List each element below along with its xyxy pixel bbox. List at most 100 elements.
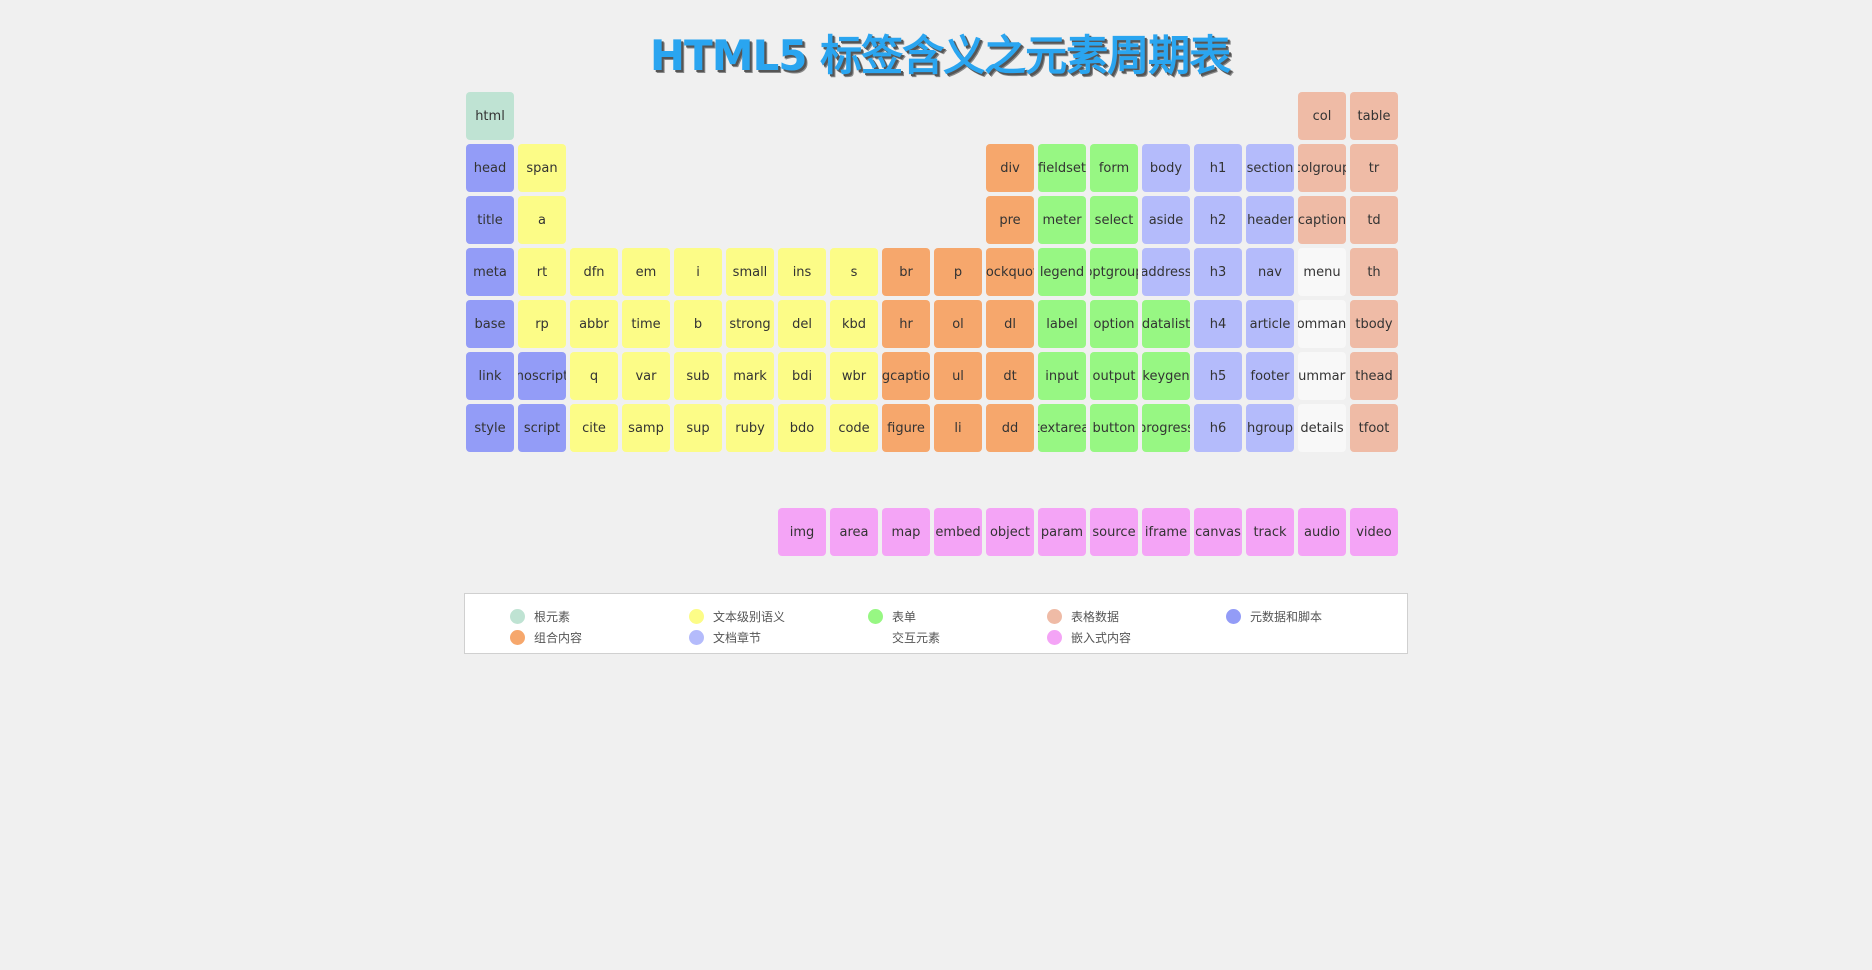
element-menu[interactable]: menu — [1298, 248, 1346, 296]
element-details[interactable]: details — [1298, 404, 1346, 452]
element-video[interactable]: video — [1350, 508, 1398, 556]
element-th[interactable]: th — [1350, 248, 1398, 296]
element-area[interactable]: area — [830, 508, 878, 556]
element-h1[interactable]: h1 — [1194, 144, 1242, 192]
element-output[interactable]: output — [1090, 352, 1138, 400]
element-hr[interactable]: hr — [882, 300, 930, 348]
element-s[interactable]: s — [830, 248, 878, 296]
element-span[interactable]: span — [518, 144, 566, 192]
element-figcaption[interactable]: figcaption — [882, 352, 930, 400]
element-link[interactable]: link — [466, 352, 514, 400]
element-body[interactable]: body — [1142, 144, 1190, 192]
element-input[interactable]: input — [1038, 352, 1086, 400]
element-html[interactable]: html — [466, 92, 514, 140]
element-abbr[interactable]: abbr — [570, 300, 618, 348]
element-base[interactable]: base — [466, 300, 514, 348]
element-br[interactable]: br — [882, 248, 930, 296]
element-del[interactable]: del — [778, 300, 826, 348]
element-colgroup[interactable]: colgroup — [1298, 144, 1346, 192]
element-header[interactable]: header — [1246, 196, 1294, 244]
element-script[interactable]: script — [518, 404, 566, 452]
element-bdo[interactable]: bdo — [778, 404, 826, 452]
element-audio[interactable]: audio — [1298, 508, 1346, 556]
element-strong[interactable]: strong — [726, 300, 774, 348]
element-cite[interactable]: cite — [570, 404, 618, 452]
element-a[interactable]: a — [518, 196, 566, 244]
element-dt[interactable]: dt — [986, 352, 1034, 400]
element-caption[interactable]: caption — [1298, 196, 1346, 244]
element-tfoot[interactable]: tfoot — [1350, 404, 1398, 452]
element-button[interactable]: button — [1090, 404, 1138, 452]
element-h3[interactable]: h3 — [1194, 248, 1242, 296]
element-iframe[interactable]: iframe — [1142, 508, 1190, 556]
element-footer[interactable]: footer — [1246, 352, 1294, 400]
element-h5[interactable]: h5 — [1194, 352, 1242, 400]
element-thead[interactable]: thead — [1350, 352, 1398, 400]
element-form[interactable]: form — [1090, 144, 1138, 192]
element-col[interactable]: col — [1298, 92, 1346, 140]
element-textarea[interactable]: textarea — [1038, 404, 1086, 452]
element-mark[interactable]: mark — [726, 352, 774, 400]
element-wbr[interactable]: wbr — [830, 352, 878, 400]
element-progress[interactable]: progress — [1142, 404, 1190, 452]
element-ruby[interactable]: ruby — [726, 404, 774, 452]
element-article[interactable]: article — [1246, 300, 1294, 348]
element-select[interactable]: select — [1090, 196, 1138, 244]
element-ins[interactable]: ins — [778, 248, 826, 296]
element-sup[interactable]: sup — [674, 404, 722, 452]
element-bdi[interactable]: bdi — [778, 352, 826, 400]
element-q[interactable]: q — [570, 352, 618, 400]
element-h2[interactable]: h2 — [1194, 196, 1242, 244]
element-li[interactable]: li — [934, 404, 982, 452]
element-keygen[interactable]: keygen — [1142, 352, 1190, 400]
element-var[interactable]: var — [622, 352, 670, 400]
element-datalist[interactable]: datalist — [1142, 300, 1190, 348]
element-rp[interactable]: rp — [518, 300, 566, 348]
element-h4[interactable]: h4 — [1194, 300, 1242, 348]
element-dl[interactable]: dl — [986, 300, 1034, 348]
element-embed[interactable]: embed — [934, 508, 982, 556]
element-ol[interactable]: ol — [934, 300, 982, 348]
element-summary[interactable]: summary — [1298, 352, 1346, 400]
element-meter[interactable]: meter — [1038, 196, 1086, 244]
element-dfn[interactable]: dfn — [570, 248, 618, 296]
element-aside[interactable]: aside — [1142, 196, 1190, 244]
element-noscript[interactable]: noscript — [518, 352, 566, 400]
element-label[interactable]: label — [1038, 300, 1086, 348]
element-tr[interactable]: tr — [1350, 144, 1398, 192]
element-figure[interactable]: figure — [882, 404, 930, 452]
element-sub[interactable]: sub — [674, 352, 722, 400]
element-kbd[interactable]: kbd — [830, 300, 878, 348]
element-tbody[interactable]: tbody — [1350, 300, 1398, 348]
element-head[interactable]: head — [466, 144, 514, 192]
element-time[interactable]: time — [622, 300, 670, 348]
element-blockquote[interactable]: blockquote — [986, 248, 1034, 296]
element-title[interactable]: title — [466, 196, 514, 244]
element-dd[interactable]: dd — [986, 404, 1034, 452]
element-legend[interactable]: legend — [1038, 248, 1086, 296]
element-rt[interactable]: rt — [518, 248, 566, 296]
element-section[interactable]: section — [1246, 144, 1294, 192]
element-small[interactable]: small — [726, 248, 774, 296]
element-fieldset[interactable]: fieldset — [1038, 144, 1086, 192]
element-param[interactable]: param — [1038, 508, 1086, 556]
element-td[interactable]: td — [1350, 196, 1398, 244]
element-meta[interactable]: meta — [466, 248, 514, 296]
element-div[interactable]: div — [986, 144, 1034, 192]
element-samp[interactable]: samp — [622, 404, 670, 452]
element-command[interactable]: command — [1298, 300, 1346, 348]
element-pre[interactable]: pre — [986, 196, 1034, 244]
element-em[interactable]: em — [622, 248, 670, 296]
element-option[interactable]: option — [1090, 300, 1138, 348]
element-source[interactable]: source — [1090, 508, 1138, 556]
element-img[interactable]: img — [778, 508, 826, 556]
element-optgroup[interactable]: optgroup — [1090, 248, 1138, 296]
element-address[interactable]: address — [1142, 248, 1190, 296]
element-code[interactable]: code — [830, 404, 878, 452]
element-p[interactable]: p — [934, 248, 982, 296]
element-nav[interactable]: nav — [1246, 248, 1294, 296]
element-table[interactable]: table — [1350, 92, 1398, 140]
element-style[interactable]: style — [466, 404, 514, 452]
element-track[interactable]: track — [1246, 508, 1294, 556]
element-map[interactable]: map — [882, 508, 930, 556]
